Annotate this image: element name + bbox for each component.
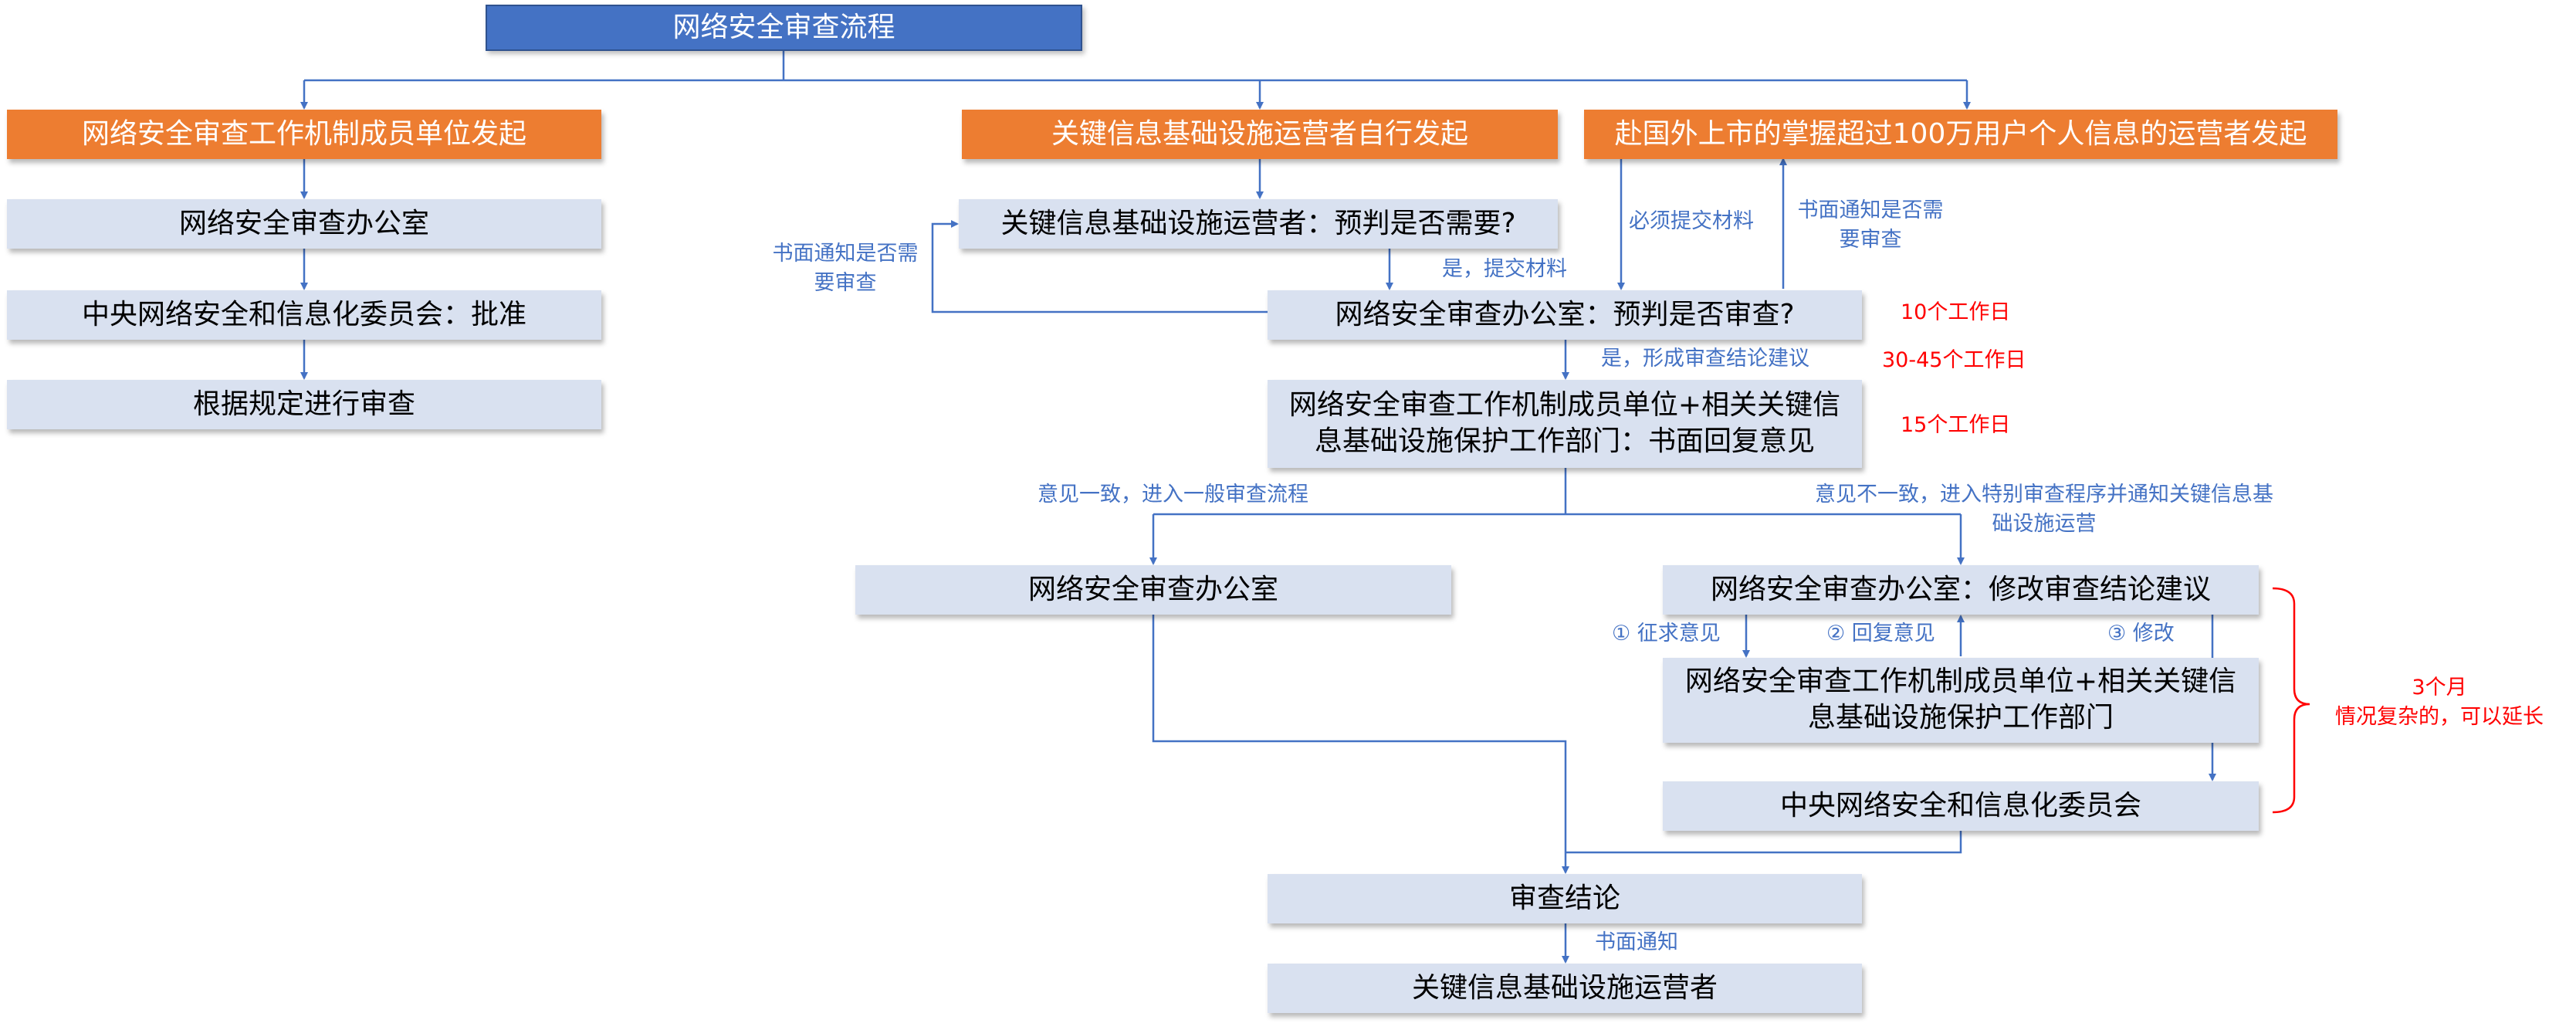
three-month-bracket [2272, 587, 2310, 814]
trigger-overseas-listing: 赴国外上市的掌握超过100万用户个人信息的运营者发起 [1584, 110, 2337, 159]
central-committee-box: 中央网络安全和信息化委员会 [1663, 781, 2259, 831]
label-notify-need-left: 书面通知是否需 要审查 [764, 239, 926, 298]
trigger-overseas-listing-text: 赴国外上市的掌握超过100万用户个人信息的运营者发起 [1614, 117, 2307, 150]
label-step3: ③ 修改 [2107, 622, 2175, 645]
trigger-member-units-text: 网络安全审查工作机制成员单位发起 [81, 117, 526, 150]
label-step1: ① 征求意见 [1612, 622, 1721, 645]
flow-title-text: 网络安全审查流程 [672, 11, 895, 43]
label-must-submit: 必须提交材料 [1629, 209, 1754, 233]
trigger-cii-operator-text: 关键信息基础设施运营者自行发起 [1051, 117, 1468, 150]
members-special-box: 网络安全审查工作机制成员单位+相关关键信 息基础设施保护工作部门 [1663, 658, 2259, 743]
flow-title: 网络安全审查流程 [486, 5, 1082, 51]
final-operator-text: 关键信息基础设施运营者 [1411, 971, 1718, 1004]
label-notify-need-right-line2: 要审查 [1839, 227, 1902, 252]
label-yes-form: 是，形成审查结论建议 [1601, 347, 1809, 371]
time-note-10-days: 10个工作日 [1901, 300, 2011, 324]
office-general-text: 网络安全审查办公室 [1027, 573, 1278, 605]
label-written-notice: 书面通知 [1595, 930, 1678, 954]
label-notify-need-right-line1: 书面通知是否需 [1797, 198, 1944, 222]
label-disagree-line2: 础设施运营 [1992, 511, 2097, 536]
label-agree: 意见一致，进入一般审查流程 [1038, 483, 1308, 507]
conclusion-box: 审查结论 [1268, 874, 1862, 923]
trigger-cii-operator: 关键信息基础设施运营者自行发起 [962, 110, 1558, 159]
left-review-text: 根据规定进行审查 [192, 388, 415, 420]
members-special-text-line1: 网络安全审查工作机制成员单位+相关关键信 [1684, 666, 2237, 698]
office-prejudge-box: 网络安全审查办公室：预判是否审查? [1268, 290, 1862, 340]
label-notify-need-right: 书面通知是否需 要审查 [1789, 196, 1951, 255]
label-disagree-line1: 意见不一致，进入特别审查程序并通知关键信息基 [1815, 483, 2273, 507]
members-reply-text-line2: 息基础设施保护工作部门：书面回复意见 [1314, 425, 1815, 457]
office-modify-text: 网络安全审查办公室：修改审查结论建议 [1710, 573, 2211, 605]
time-note-30-45-days: 30-45个工作日 [1882, 348, 2026, 372]
time-note-three-months-line1: 3个月 [2412, 676, 2467, 700]
final-operator-box: 关键信息基础设施运营者 [1268, 964, 1862, 1013]
trigger-member-units: 网络安全审查工作机制成员单位发起 [7, 110, 601, 159]
label-yes-submit: 是，提交材料 [1442, 257, 1567, 281]
left-central-approve-text: 中央网络安全和信息化委员会：批准 [81, 298, 526, 330]
members-special-text-line2: 息基础设施保护工作部门 [1807, 702, 2114, 734]
label-step2: ② 回复意见 [1826, 622, 1935, 645]
members-reply-box: 网络安全审查工作机制成员单位+相关关键信 息基础设施保护工作部门：书面回复意见 [1268, 380, 1862, 468]
left-central-approve-box: 中央网络安全和信息化委员会：批准 [7, 290, 601, 340]
central-committee-text: 中央网络安全和信息化委员会 [1779, 789, 2141, 822]
left-review-box: 根据规定进行审查 [7, 380, 601, 429]
left-office-text: 网络安全审查办公室 [178, 207, 429, 239]
connector-general-down [1152, 615, 1569, 874]
members-reply-text-line1: 网络安全审查工作机制成员单位+相关关键信 [1288, 389, 1841, 422]
office-general-box: 网络安全审查办公室 [855, 565, 1451, 615]
office-modify-box: 网络安全审查办公室：修改审查结论建议 [1663, 565, 2259, 615]
operator-prejudge-text: 关键信息基础设施运营者：预判是否需要? [1000, 207, 1516, 239]
connector-central-down [1566, 831, 1962, 854]
operator-prejudge-box: 关键信息基础设施运营者：预判是否需要? [959, 199, 1558, 249]
label-disagree: 意见不一致，进入特别审查程序并通知关键信息基 础设施运营 [1789, 480, 2299, 539]
time-note-extendable-line2: 情况复杂的，可以延长 [2335, 704, 2544, 729]
label-notify-need-left-line1: 书面通知是否需 [772, 242, 919, 266]
office-prejudge-text: 网络安全审查办公室：预判是否审查? [1335, 298, 1795, 330]
time-note-three-months: 3个月 情况复杂的，可以延长 [2316, 673, 2563, 732]
conclusion-text: 审查结论 [1508, 882, 1620, 914]
left-office-box: 网络安全审查办公室 [7, 199, 601, 249]
label-notify-need-left-line2: 要审查 [814, 270, 877, 295]
time-note-15-days: 15个工作日 [1901, 413, 2011, 437]
